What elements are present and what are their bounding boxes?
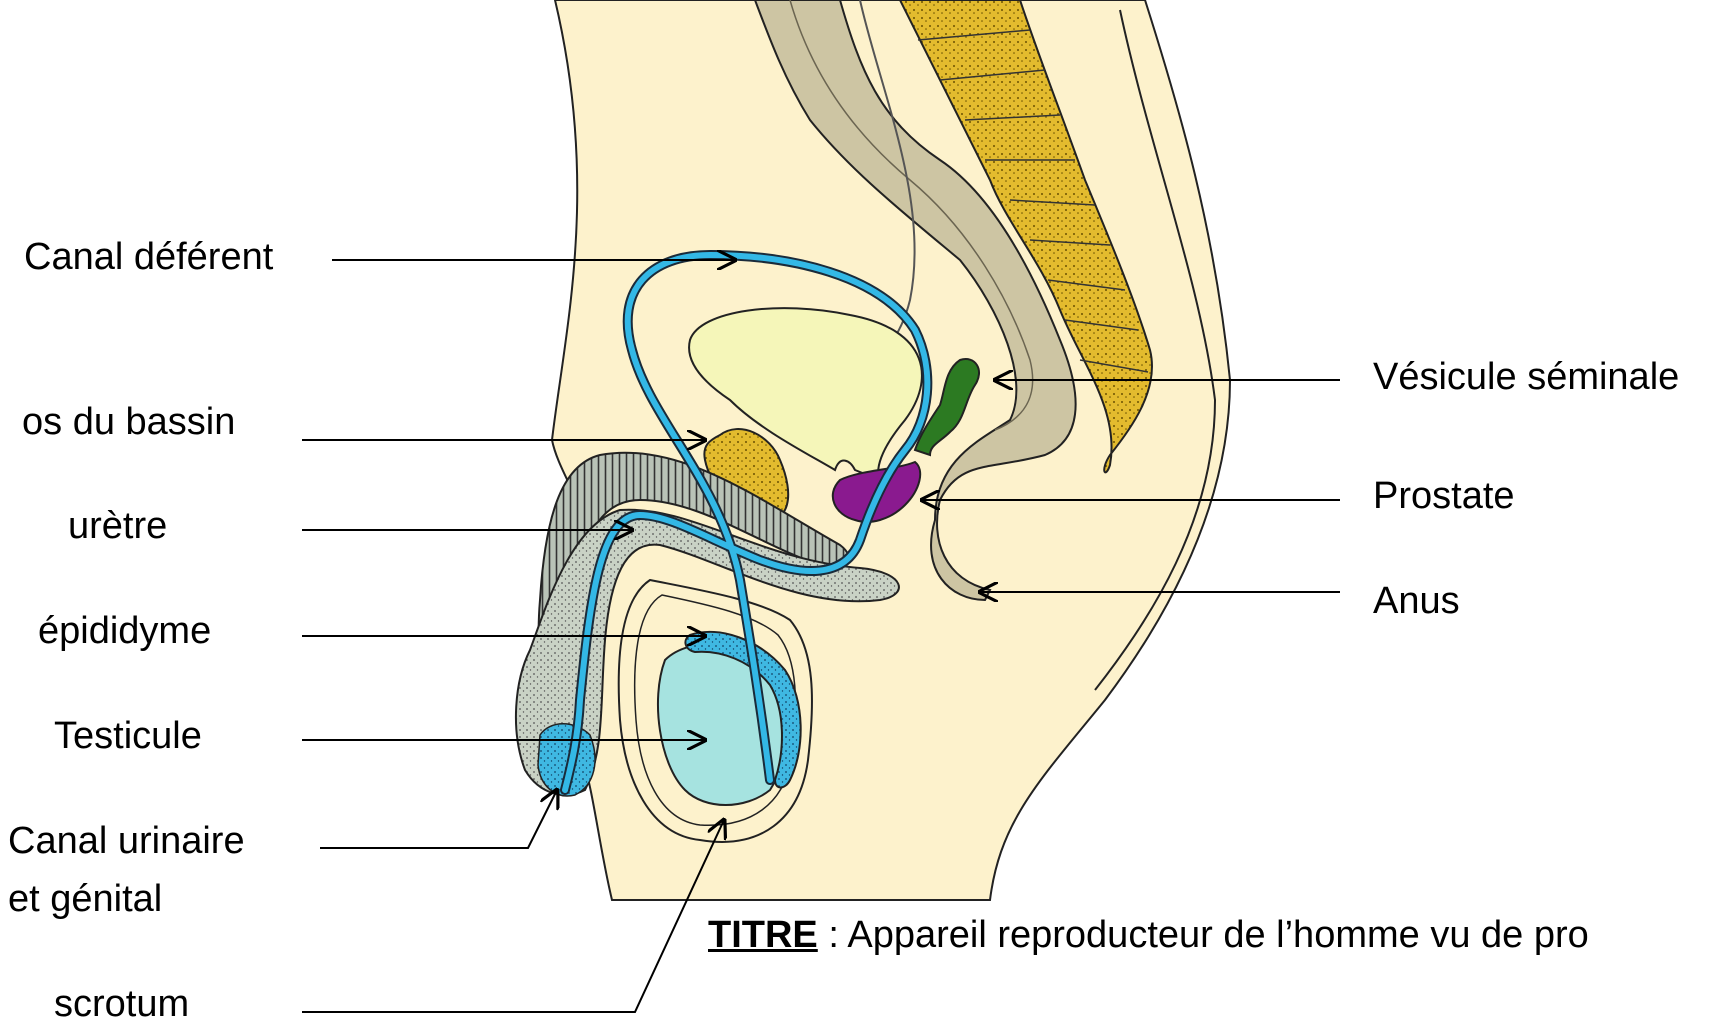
label-vesicule-seminale: Vésicule séminale bbox=[1373, 358, 1679, 396]
label-canal-urinaire-line2: et génital bbox=[8, 880, 162, 918]
label-os-du-bassin: os du bassin bbox=[22, 403, 235, 441]
label-anus: Anus bbox=[1373, 582, 1460, 620]
leader-canal-urinaire bbox=[320, 790, 557, 848]
label-canal-urinaire-line1: Canal urinaire bbox=[8, 822, 245, 860]
figure-title: TITRE : Appareil reproducteur de l’homme… bbox=[708, 916, 1589, 954]
title-text: : Appareil reproducteur de l’homme vu de… bbox=[818, 914, 1589, 956]
title-key: TITRE bbox=[708, 914, 818, 956]
label-epididyme: épididyme bbox=[38, 612, 211, 650]
label-scrotum: scrotum bbox=[54, 985, 189, 1023]
label-testicule: Testicule bbox=[54, 717, 202, 755]
label-canal-deferent: Canal déférent bbox=[24, 238, 273, 276]
label-uretre: urètre bbox=[68, 507, 167, 545]
label-prostate: Prostate bbox=[1373, 477, 1515, 515]
